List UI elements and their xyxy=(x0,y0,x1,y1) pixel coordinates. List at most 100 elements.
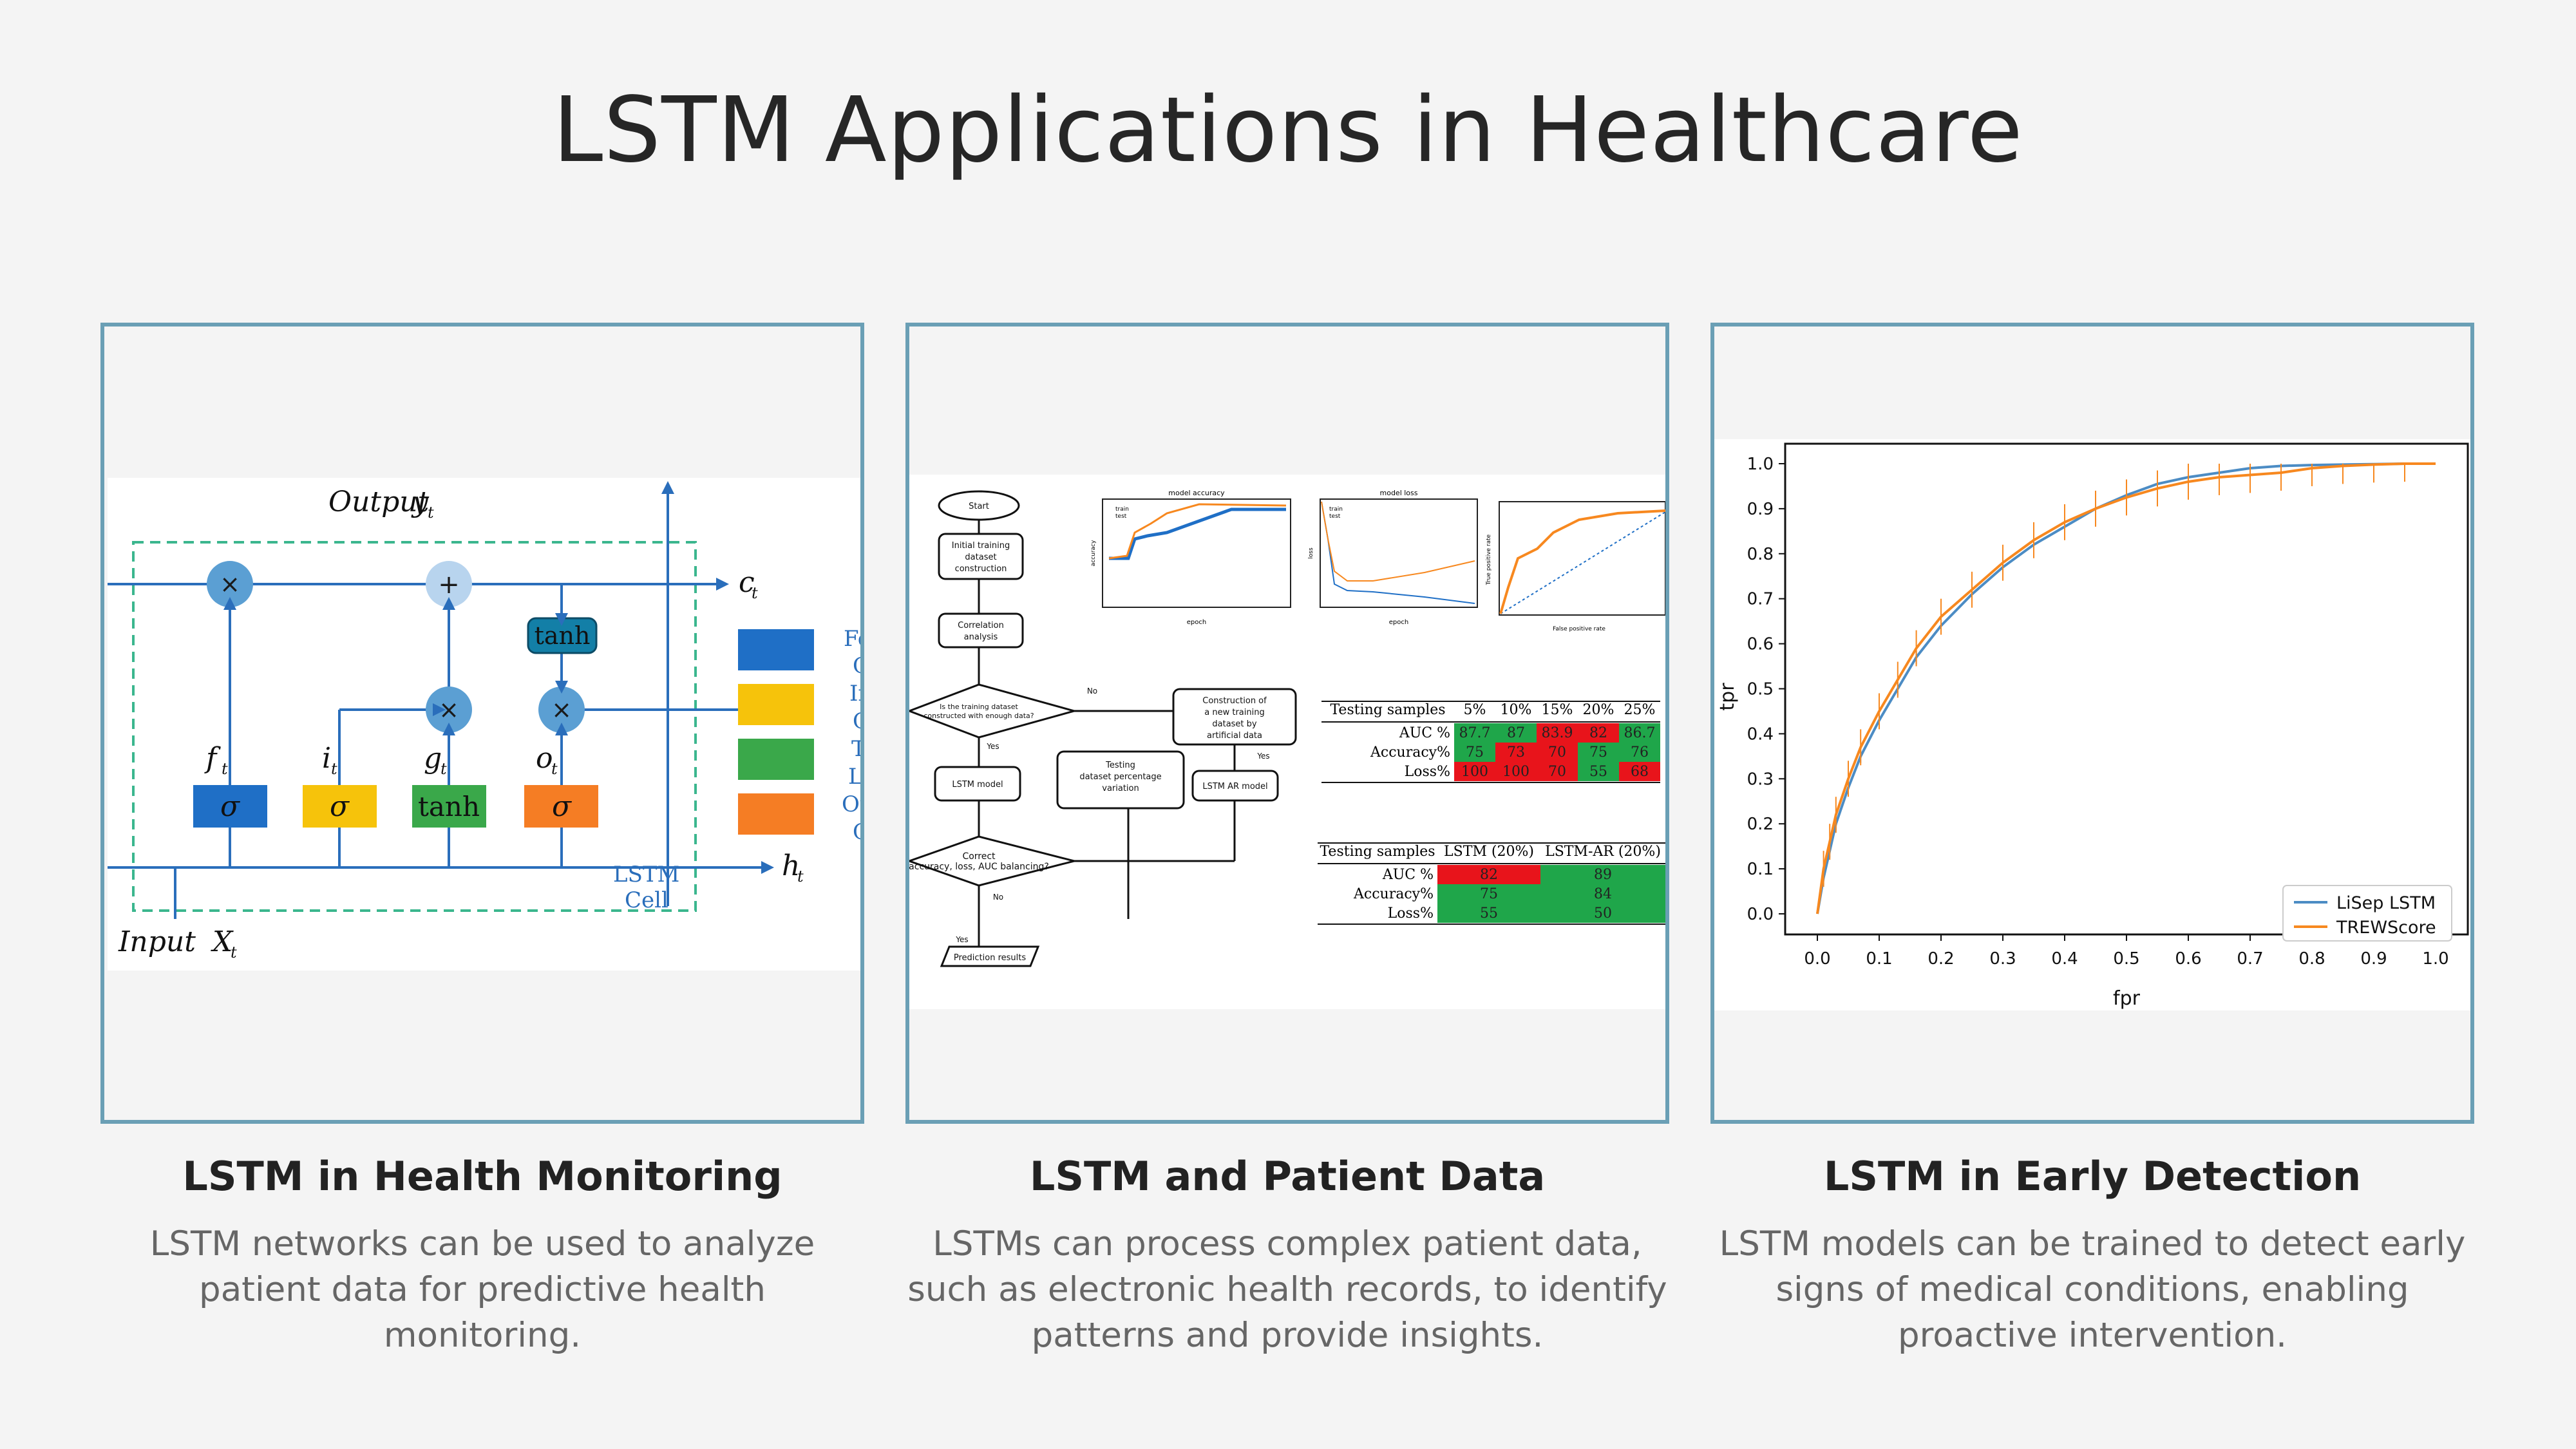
legend-frag-1: Fo xyxy=(844,626,860,652)
table-cell-bg xyxy=(1454,762,1495,781)
flow-yes-3: Yes xyxy=(1256,752,1269,761)
table-cell-bg xyxy=(1540,884,1665,904)
y-tick-label: 0.9 xyxy=(1747,500,1774,519)
table-cell: 75 xyxy=(1466,744,1484,761)
table-cell: 100 xyxy=(1461,764,1488,780)
mini-chart-loss: model loss epoch loss train test xyxy=(1296,485,1482,629)
table-header-cell: LSTM-AR (20%) xyxy=(1545,844,1661,860)
output-label: Output xyxy=(328,486,430,518)
table-cell-bg xyxy=(1537,762,1578,781)
gate-name-i: i xyxy=(322,742,331,775)
input-sub: t xyxy=(231,943,237,961)
y-tick-label: 0.7 xyxy=(1747,590,1774,609)
x-tick-label: 0.6 xyxy=(2175,949,2201,969)
forget-multiply-node xyxy=(207,561,253,607)
y-tick-label: 0.3 xyxy=(1747,770,1774,789)
acc-legend-test: test xyxy=(1115,513,1127,520)
acc-xlabel: epoch xyxy=(1187,619,1206,626)
add-node xyxy=(426,561,472,607)
loss-xlabel: epoch xyxy=(1389,619,1408,626)
output-sub: t xyxy=(428,504,434,522)
input-label: Input xyxy=(118,925,196,958)
x-tick-label: 0.4 xyxy=(2051,949,2078,969)
page-title: LSTM Applications in Healthcare xyxy=(553,78,2023,183)
acc-legend-train: train xyxy=(1115,506,1129,513)
table-header-cell: Testing samples xyxy=(1320,844,1435,860)
cell-label-2: Cell xyxy=(625,887,668,913)
table-cell: 86.7 xyxy=(1624,725,1656,741)
flow-initial-2: dataset xyxy=(965,553,996,562)
output-multiply-node xyxy=(538,687,585,733)
roc-diagonal xyxy=(1500,511,1665,614)
gate-sub-o: t xyxy=(551,760,558,778)
acc-test-line xyxy=(1108,503,1287,560)
mult-symbol-3: × xyxy=(551,696,572,724)
legend-label-trew: TREWScore xyxy=(2336,918,2436,938)
table-cell-bg xyxy=(1454,743,1495,762)
flow-lstm-text: LSTM model xyxy=(952,780,1003,790)
loss-legend-test: test xyxy=(1329,513,1341,520)
tanh-label: tanh xyxy=(535,621,591,650)
flow-initial xyxy=(938,533,1024,580)
flow-prediction xyxy=(940,945,1040,967)
legend-swatch-2 xyxy=(738,684,814,725)
x-tick-label: 0.1 xyxy=(1866,949,1892,969)
table-cell: 55 xyxy=(1480,905,1498,922)
cell-label-1: LSTM xyxy=(613,862,679,887)
h-label: h xyxy=(782,849,800,882)
table-cell: 84 xyxy=(1594,886,1612,902)
table-cell-bg xyxy=(1540,865,1665,884)
input-op: σ xyxy=(330,790,350,823)
y-tick-label: 0.6 xyxy=(1747,635,1774,654)
table-header-cell: LSTM (20%) xyxy=(1444,844,1534,860)
card3-body: LSTM models can be trained to detect ear… xyxy=(1719,1224,2466,1355)
table-cell-bg xyxy=(1537,743,1578,762)
plot-area xyxy=(1784,442,2469,936)
table-cell: 68 xyxy=(1631,764,1649,780)
legend-frag-7: Ou xyxy=(842,791,860,817)
flow-lstm-model xyxy=(934,766,1021,802)
flow-initial-3: construction xyxy=(955,564,1007,574)
loss-ylabel: loss xyxy=(1308,547,1314,559)
flow-initial-1: Initial training xyxy=(952,541,1010,551)
flow-testing-3: variation xyxy=(1102,784,1139,793)
lstm-cell-diagram: × + × × tanh σ σ tanh σ f t i t g t o t xyxy=(108,478,860,971)
gate-name-o: o xyxy=(536,742,553,775)
roc-ylabel: True positive rate xyxy=(1486,534,1492,585)
card2-title: LSTM and Patient Data xyxy=(1029,1153,1546,1200)
output-op: σ xyxy=(552,790,573,823)
table-cell: 55 xyxy=(1589,764,1607,780)
table-row-label: Accuracy% xyxy=(1370,744,1450,761)
table-row-label: Accuracy% xyxy=(1353,886,1434,902)
acc-title: model accuracy xyxy=(1168,489,1225,497)
table-cell-bg xyxy=(1619,762,1660,781)
table-cell: 75 xyxy=(1480,886,1498,902)
roc-line xyxy=(1499,509,1665,614)
x-tick-label: 0.5 xyxy=(2113,949,2139,969)
table-cell: 73 xyxy=(1507,744,1525,761)
flow-corr-1: Correlation xyxy=(958,621,1004,630)
mini-chart-roc: False positive rate True positive rate xyxy=(1482,491,1665,636)
flow-testing-2: dataset percentage xyxy=(1079,772,1161,782)
card-patient-data: Start Initial training dataset construct… xyxy=(905,323,1669,1124)
x-tick-label: 0.8 xyxy=(2298,949,2325,969)
card1-title: LSTM in Health Monitoring xyxy=(182,1153,782,1200)
cell-boundary xyxy=(132,541,697,912)
input-gate xyxy=(303,785,377,828)
y-tick-label: 1.0 xyxy=(1747,455,1774,474)
table-cell: 76 xyxy=(1631,744,1649,761)
flow-constr-2: a new training xyxy=(1204,708,1264,717)
loss-test-line xyxy=(1321,501,1475,582)
flow-corr-2: analysis xyxy=(964,632,998,642)
patient-data-figure: Start Initial training dataset construct… xyxy=(909,475,1665,1009)
table-cell: 100 xyxy=(1502,764,1530,780)
input-multiply-node xyxy=(426,687,472,733)
table-cell: 70 xyxy=(1548,744,1566,761)
plus-symbol: + xyxy=(438,570,460,600)
x-tick-label: 0.3 xyxy=(1989,949,2016,969)
input-var: X xyxy=(211,925,234,958)
flow-no-1: No xyxy=(1087,687,1097,696)
x-tick-label: 0.7 xyxy=(2237,949,2263,969)
flow-lstm-ar-text: LSTM AR model xyxy=(1202,782,1267,791)
